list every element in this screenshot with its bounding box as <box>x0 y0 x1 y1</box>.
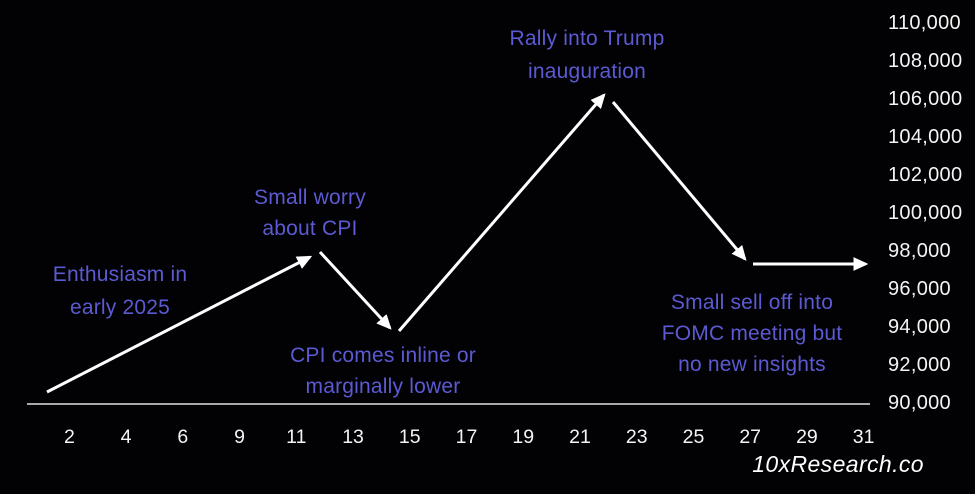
y-axis-tick: 108,000 <box>888 50 963 72</box>
x-axis-tick: 15 <box>398 426 421 448</box>
price-path-arrow <box>46 255 313 394</box>
annotation-fomc-selloff: Small sell off into FOMC meeting but no … <box>662 287 843 380</box>
watermark: 10xResearch.co <box>752 451 924 477</box>
x-axis-tick: 31 <box>852 426 875 448</box>
x-axis-tick: 29 <box>796 426 818 448</box>
annotation-cpi-inline: CPI comes inline or marginally lower <box>290 340 476 402</box>
x-axis: 2 4 6 9 11 13 15 17 19 21 23 25 27 29 31 <box>41 424 892 450</box>
y-axis-tick: 110,000 <box>888 12 961 34</box>
x-axis-tick: 23 <box>625 426 648 448</box>
x-axis-tick: 2 <box>63 426 75 448</box>
annotation-line: inauguration <box>527 60 646 83</box>
annotation-enthusiasm: Enthusiasm in early 2025 <box>53 258 188 324</box>
y-axis-tick: 98,000 <box>888 240 951 262</box>
annotation-line: Enthusiasm in <box>52 263 188 286</box>
annotation-line: FOMC meeting but <box>661 322 843 345</box>
x-axis-tick: 25 <box>682 426 705 448</box>
x-axis-tick: 21 <box>569 426 591 448</box>
y-axis-tick: 100,000 <box>888 202 963 224</box>
y-axis-tick: 90,000 <box>888 392 951 414</box>
price-path-arrow <box>397 93 606 332</box>
y-axis-tick: 102,000 <box>888 164 963 186</box>
x-axis-tick: 6 <box>177 426 189 448</box>
annotation-rally-inauguration: Rally into Trump inauguration <box>510 22 665 88</box>
price-path-arrow <box>318 250 392 330</box>
x-axis-tick: 13 <box>342 426 364 448</box>
x-axis-tick: 4 <box>120 426 132 448</box>
y-axis: 110,000 108,000 106,000 104,000 102,000 … <box>888 10 968 416</box>
x-axis-tick: 11 <box>286 426 307 448</box>
y-axis-tick: 106,000 <box>888 88 963 110</box>
x-axis-tick: 27 <box>739 426 762 448</box>
annotation-line: Rally into Trump <box>509 27 665 50</box>
x-axis-tick: 19 <box>512 426 535 448</box>
annotation-line: about CPI <box>262 217 358 240</box>
y-axis-tick: 104,000 <box>888 126 963 148</box>
annotation-line: Small sell off into <box>670 291 834 314</box>
annotation-line: CPI comes inline or <box>290 344 476 367</box>
price-path-arrow <box>611 101 747 261</box>
x-axis-tick: 9 <box>234 426 245 448</box>
annotation-line: no new insights <box>678 353 826 376</box>
annotation-line: marginally lower <box>305 375 461 398</box>
y-axis-tick: 94,000 <box>888 316 951 338</box>
y-axis-tick: 96,000 <box>888 278 951 300</box>
y-axis-tick: 92,000 <box>888 354 951 376</box>
x-axis-tick: 17 <box>455 426 478 448</box>
annotation-line: early 2025 <box>69 296 171 319</box>
annotation-line: Small worry <box>254 186 366 209</box>
annotation-small-worry: Small worry about CPI <box>254 182 366 244</box>
